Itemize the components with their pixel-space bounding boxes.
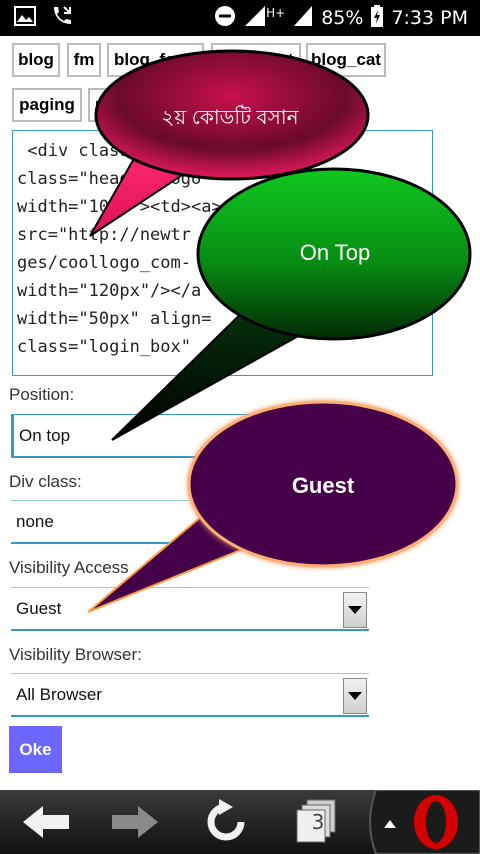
tab-blog-form[interactable]: blog_form	[107, 43, 204, 77]
browser-nav-bar: 3	[0, 790, 480, 854]
oke-button[interactable]: Oke	[9, 726, 62, 773]
code-line: class="login_box"	[17, 337, 191, 357]
back-button[interactable]	[18, 790, 74, 854]
div-class-label: Div class:	[9, 472, 82, 491]
visibility-access-value: Guest	[16, 598, 62, 618]
do-not-disturb-icon	[214, 5, 236, 32]
gallery-icon	[14, 6, 36, 30]
code-line: width="100%"><td><a><img	[17, 197, 263, 217]
div-class-value: none	[16, 511, 54, 531]
back-arrow-icon	[23, 806, 69, 838]
tab-count: 3	[311, 810, 325, 834]
dropdown-arrow-icon[interactable]	[343, 592, 367, 628]
tab-label: blog	[18, 50, 54, 69]
div-class-input[interactable]: none	[11, 500, 369, 544]
code-line: width="50px" align=	[17, 309, 212, 329]
wifi-signal-icon	[244, 5, 266, 32]
visibility-access-label: Visibility Access	[9, 558, 129, 577]
code-line: width="120px"/></a	[17, 281, 202, 301]
tab-blog-cmt[interactable]: blog_cmt	[211, 43, 301, 77]
reload-button[interactable]	[198, 790, 254, 854]
tab-label: blog_cmt	[218, 50, 294, 69]
code-line: ges/coollogo_com-	[17, 253, 191, 273]
opera-menu-button[interactable]	[364, 790, 480, 854]
status-bar: H+ 85% 7:33 PM	[0, 0, 480, 36]
tab-paging[interactable]: paging	[12, 88, 82, 122]
position-input[interactable]: On top	[11, 414, 369, 458]
tab-label: blog_form	[114, 50, 198, 69]
visibility-browser-select[interactable]: All Browser	[11, 673, 369, 717]
forward-button[interactable]	[107, 790, 163, 854]
network-type-label: H+	[266, 6, 286, 20]
dropdown-arrow-icon[interactable]	[343, 678, 367, 714]
cell-signal-icon	[293, 5, 313, 32]
missed-call-icon	[50, 4, 74, 32]
battery-charging-icon	[371, 4, 384, 32]
visibility-browser-value: All Browser	[16, 684, 102, 704]
tab-blog[interactable]: blog	[12, 43, 60, 77]
tab-fm[interactable]: fm	[67, 43, 101, 77]
tab-blog-cat[interactable]: blog_cat	[306, 43, 386, 77]
code-line: <div class="header"><table	[17, 141, 294, 161]
visibility-access-select[interactable]: Guest	[11, 587, 369, 631]
code-callout-text: ২য় কোডটি বসান	[161, 107, 299, 129]
position-value: On top	[19, 425, 71, 445]
position-label: Position:	[9, 385, 75, 404]
visibility-browser-label: Visibility Browser:	[9, 645, 142, 664]
tab-label: u	[95, 95, 106, 114]
tabs-button[interactable]: 3	[290, 790, 342, 854]
tab-label: blog_cat	[311, 50, 381, 69]
guest-callout-text: Guest	[291, 473, 355, 498]
battery-percent: 85%	[321, 7, 364, 29]
tab-label: paging	[19, 95, 75, 114]
on-top-callout-text: On Top	[299, 240, 371, 265]
forward-arrow-icon	[112, 806, 158, 838]
reload-icon	[207, 799, 245, 841]
tab-u[interactable]: u	[88, 88, 112, 122]
opera-logo-icon	[369, 790, 480, 854]
tabs-stack-icon	[296, 799, 336, 843]
code-line: class="header_logo"	[17, 169, 212, 189]
clock: 7:33 PM	[391, 7, 468, 29]
tab-label: fm	[73, 50, 95, 69]
